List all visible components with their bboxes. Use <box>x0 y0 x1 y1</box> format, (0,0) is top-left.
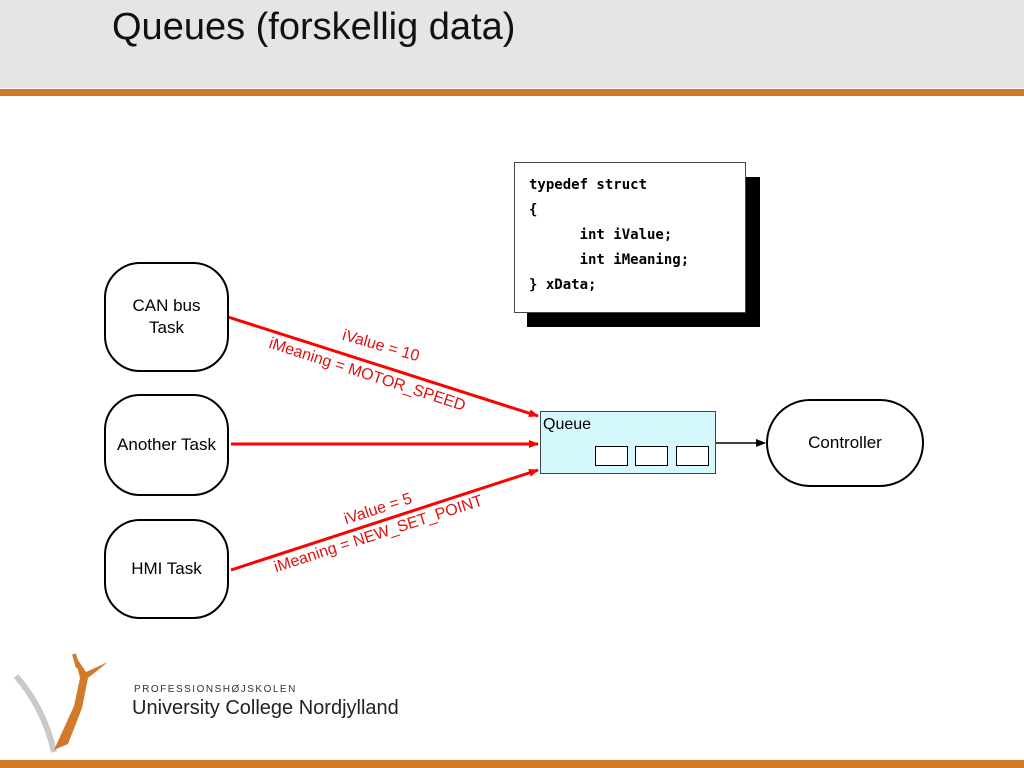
can-bus-task-node: CAN bus Task <box>104 262 229 372</box>
queue-slot <box>676 446 709 466</box>
queue-slot <box>635 446 668 466</box>
title-bar: Queues (forskellig data) <box>0 0 1024 88</box>
arrow-can-to-queue <box>227 315 539 418</box>
hmi-task-node: HMI Task <box>104 519 229 619</box>
arrow-hmi-to-queue <box>230 468 539 572</box>
code-line-2: { <box>529 202 538 218</box>
queue-box: Queue <box>540 411 716 474</box>
college-logo-mark <box>14 653 108 753</box>
code-line-5: } xData; <box>529 277 597 293</box>
another-task-node: Another Task <box>104 394 229 496</box>
struct-definition-box: typedef struct { int iValue; int iMeanin… <box>514 162 746 313</box>
can-bus-task-label: CAN bus Task <box>132 296 201 337</box>
code-line-4: int iMeaning; <box>529 252 690 268</box>
code-line-3: int iValue; <box>529 227 673 243</box>
logo-name: University College Nordjylland <box>132 697 399 719</box>
slide-title: Queues (forskellig data) <box>112 6 516 48</box>
logo-subtitle: PROFESSIONSHØJSKOLEN <box>134 684 297 695</box>
controller-node: Controller <box>766 399 924 487</box>
code-line-1: typedef struct <box>529 177 648 193</box>
controller-label: Controller <box>808 433 882 452</box>
header-divider <box>0 89 1024 96</box>
footer-divider <box>0 760 1024 768</box>
queue-label: Queue <box>543 416 592 433</box>
queue-slot <box>595 446 628 466</box>
hmi-task-label: HMI Task <box>131 559 202 578</box>
another-task-label: Another Task <box>117 435 216 454</box>
